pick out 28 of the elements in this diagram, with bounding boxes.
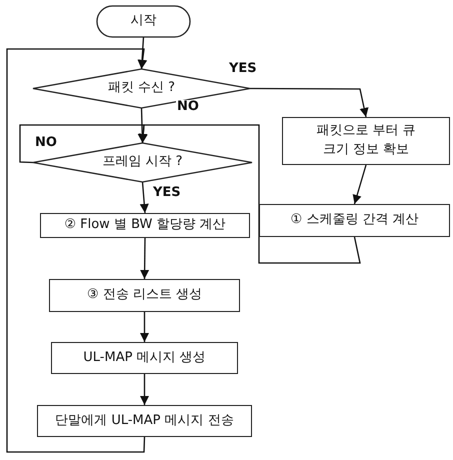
arrow xyxy=(140,182,149,214)
node-text: 패킷으로 부터 큐 크기 정보 확보 xyxy=(315,122,417,159)
node-text: ② Flow 별 BW 할당량 계산 xyxy=(64,216,226,234)
arrow xyxy=(140,374,150,405)
node-text: ③ 전송 리스트 생성 xyxy=(86,286,202,304)
arrow xyxy=(6,48,148,453)
node-text: 패킷 수신 ? xyxy=(108,79,176,98)
node-text: UL-MAP 메시지 생성 xyxy=(83,348,206,367)
process-box xyxy=(37,405,252,437)
process-box xyxy=(259,204,450,237)
arrow xyxy=(138,124,361,264)
node-text: 시작 xyxy=(130,12,156,30)
process-box xyxy=(282,117,450,165)
arrow xyxy=(138,36,147,70)
node-text: 프레임 시작 ? xyxy=(102,153,183,172)
process-box xyxy=(49,279,240,312)
process-box xyxy=(40,213,250,238)
arrow xyxy=(352,164,367,204)
edge-label: NO xyxy=(34,136,58,149)
process-box xyxy=(51,342,238,374)
edge-label: NO xyxy=(176,100,200,113)
node-text: 단말에게 UL-MAP 메시지 전송 xyxy=(55,412,234,430)
arrow xyxy=(140,238,150,279)
node-text: ① 스케줄링 간격 계산 xyxy=(290,211,419,230)
edge-label: YES xyxy=(228,62,258,75)
arrow xyxy=(250,88,369,118)
edge-label: YES xyxy=(152,186,182,199)
arrow xyxy=(140,312,150,342)
